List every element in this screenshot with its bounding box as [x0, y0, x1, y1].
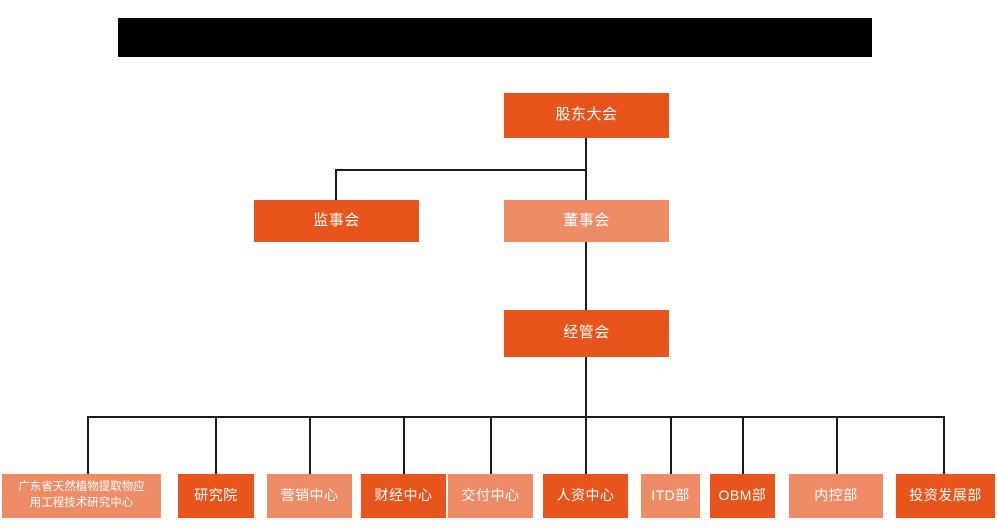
node-itd-department[interactable]: ITD部: [641, 474, 700, 518]
connector-directors-to-management: [585, 242, 587, 310]
connector-drop-6: [585, 416, 587, 474]
connector-drop-2: [215, 416, 217, 474]
connector-drop-4: [403, 416, 405, 474]
connector-management-to-bus: [585, 357, 587, 417]
node-investment-development-department[interactable]: 投资发展部: [896, 474, 995, 518]
connector-to-supervisors: [335, 169, 337, 200]
node-obm-department[interactable]: OBM部: [710, 474, 775, 518]
connector-drop-3: [309, 416, 311, 474]
connector-drop-5: [490, 416, 492, 474]
node-internal-control-department[interactable]: 内控部: [789, 474, 883, 518]
node-management-committee[interactable]: 经管会: [504, 310, 669, 357]
node-board-of-supervisors[interactable]: 监事会: [254, 200, 419, 242]
connector-drop-1: [87, 416, 89, 474]
connector-drop-10: [943, 416, 945, 474]
connector-to-directors: [585, 169, 587, 200]
node-finance-center[interactable]: 财经中心: [361, 474, 446, 518]
node-shareholders-meeting[interactable]: 股东大会: [504, 93, 669, 138]
node-delivery-center[interactable]: 交付中心: [448, 474, 533, 518]
connector-drop-7: [670, 416, 672, 474]
connector-drop-8: [742, 416, 744, 474]
connector-level2-bar: [335, 169, 587, 171]
node-hr-center[interactable]: 人资中心: [543, 474, 628, 518]
connector-bottom-bus: [87, 416, 944, 418]
node-guangdong-research-center[interactable]: 广东省天然植物提取物应 用工程技术研究中心: [2, 474, 161, 518]
node-research-institute[interactable]: 研究院: [178, 474, 254, 518]
node-marketing-center[interactable]: 营销中心: [267, 474, 352, 518]
node-board-of-directors[interactable]: 董事会: [504, 200, 669, 242]
connector-drop-9: [836, 416, 838, 474]
redacted-title-bar: [118, 18, 872, 57]
connector-shareholders-down: [585, 138, 587, 170]
